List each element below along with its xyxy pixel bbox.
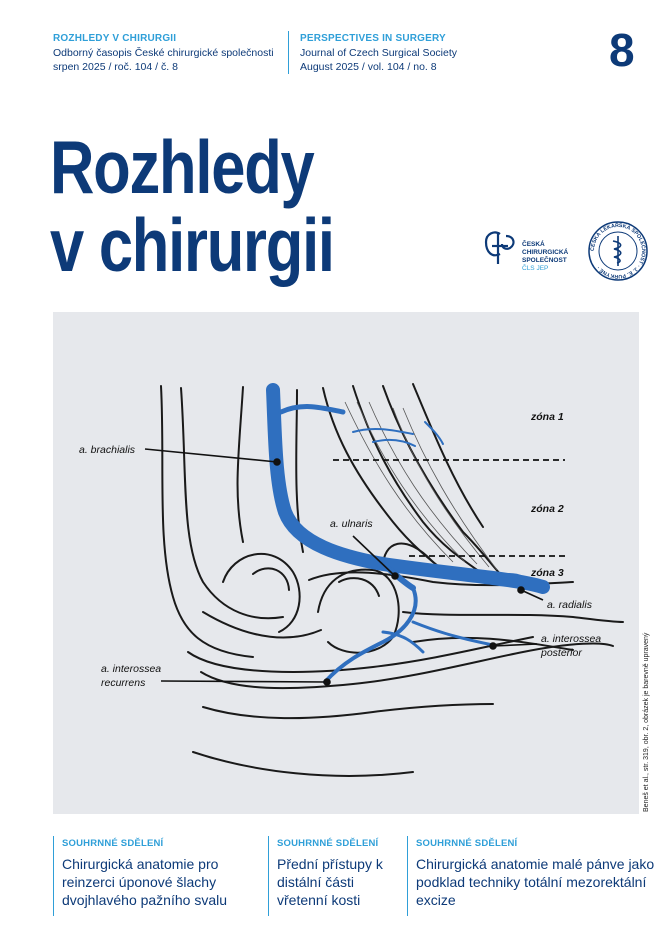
arteries (266, 383, 550, 684)
label-brachialis: a. brachialis (79, 444, 136, 456)
leader-interossea-posterior (492, 643, 538, 647)
label-interossea-recurrens-2: recurrens (101, 677, 146, 689)
leader-ulnaris (352, 535, 396, 577)
elbow-anatomy-illustration: a. brachialis a. ulnaris a. radialis a. … (79, 383, 624, 777)
header-divider (288, 31, 289, 74)
article-divider-2 (268, 836, 269, 916)
leader-radialis (520, 589, 544, 601)
journal-name-en: PERSPECTIVES IN SURGERY (300, 33, 446, 44)
article-1-type: SOUHRNNÉ SDĚLENÍ (62, 838, 164, 849)
issue-number: 8 (609, 24, 635, 76)
label-interossea-posterior-1: a. interossea (541, 633, 601, 645)
journal-title: Rozhledy v chirurgii (50, 125, 335, 287)
label-radialis: a. radialis (547, 599, 593, 611)
leader-interossea-recurrens (160, 680, 328, 683)
ccs-logo-text-2: CHIRURGICKÁ (522, 247, 569, 256)
leader-brachialis (144, 448, 278, 463)
ccs-logo-text-3: SPOLEČNOST (522, 255, 567, 264)
article-teaser-3[interactable]: SOUHRNNÉ SDĚLENÍ Chirurgická anatomie ma… (416, 838, 656, 909)
journal-title-line2: v chirurgii (50, 203, 335, 287)
label-zone-3: zóna 3 (530, 567, 564, 579)
ccs-logo-text-4: ČLS JEP (522, 263, 548, 272)
issue-date-cz: srpen 2025 / roč. 104 / č. 8 (53, 61, 178, 73)
issue-date-en: August 2025 / vol. 104 / no. 8 (300, 61, 437, 73)
article-3-type: SOUHRNNÉ SDĚLENÍ (416, 838, 518, 849)
label-interossea-recurrens-1: a. interossea (101, 663, 161, 675)
header-right: PERSPECTIVES IN SURGERY Journal of Czech… (300, 32, 457, 74)
journal-subtitle-en: Journal of Czech Surgical Society (300, 47, 457, 59)
article-teaser-2[interactable]: SOUHRNNÉ SDĚLENÍ Přední přístupy k distá… (277, 838, 397, 909)
article-2-type: SOUHRNNÉ SDĚLENÍ (277, 838, 379, 849)
figure-credit-text: Beneš et al., str. 319, obr. 2, obrázek … (643, 632, 650, 812)
aesculapius-staff-icon (612, 236, 622, 266)
label-zone-2: zóna 2 (530, 503, 564, 515)
czech-medical-association-logo: ČESKÁ LÉKAŘSKÁ SPOLEČNOST · J. E. PURKYN… (588, 221, 648, 281)
article-3-title[interactable]: Chirurgická anatomie malé pánve jako pod… (416, 856, 655, 908)
journal-subtitle-cz: Odborný časopis České chirurgické společ… (53, 47, 274, 59)
article-divider-1 (53, 836, 54, 916)
header-left: ROZHLEDY V CHIRURGII Odborný časopis Čes… (53, 32, 274, 74)
article-divider-3 (407, 836, 408, 916)
article-1-title[interactable]: Chirurgická anatomie pro reinzerci úpono… (62, 856, 228, 908)
czech-surgical-society-logo: ČESKÁ CHIRURGICKÁ SPOLEČNOST ČLS JEP (484, 231, 569, 272)
ccs-logo-text-1: ČESKÁ (522, 239, 545, 248)
cover-illustration: a. brachialis a. ulnaris a. radialis a. … (53, 312, 639, 814)
article-2-title[interactable]: Přední přístupy k distální části vřetenn… (277, 856, 383, 908)
journal-name-cz: ROZHLEDY V CHIRURGII (53, 33, 177, 44)
label-interossea-posterior-2: posterior (540, 647, 582, 659)
label-ulnaris: a. ulnaris (330, 518, 373, 530)
journal-title-line1: Rozhledy (50, 125, 315, 209)
article-teaser-1[interactable]: SOUHRNNÉ SDĚLENÍ Chirurgická anatomie pr… (62, 838, 252, 909)
label-zone-1: zóna 1 (530, 411, 564, 423)
